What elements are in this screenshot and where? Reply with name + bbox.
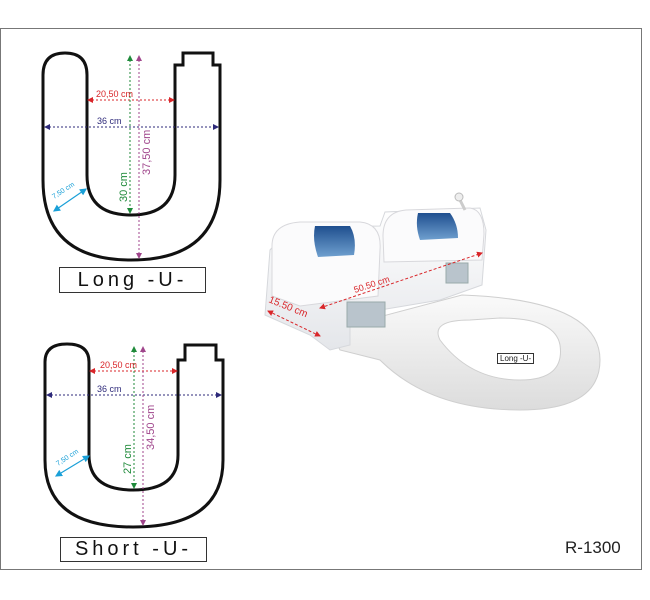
long-inner-depth: 30 cm (118, 172, 130, 202)
left-window (314, 226, 355, 257)
short-arm-width: 7,50 cm (55, 448, 80, 468)
short-u-label: Short -U- (60, 537, 207, 562)
short-inner-width: 20,50 cm (100, 360, 137, 370)
product-illustration: 50.50 cm 15.50 cm (264, 192, 601, 411)
long-outer-depth: 37,50 cm (141, 130, 153, 175)
left-slot (346, 301, 386, 328)
long-u-outline (41, 51, 222, 262)
seat-ring (329, 294, 601, 411)
lever (458, 199, 467, 211)
right-window (416, 213, 458, 240)
image-frame (0, 28, 642, 570)
right-slot (445, 262, 469, 284)
lever-knob (454, 192, 464, 202)
model-number: R-1300 (565, 538, 621, 557)
short-u-diagram: 20,50 cm 36 cm 27 cm 34,50 cm 7,50 cm (43, 342, 225, 529)
short-outer-depth: 34,50 cm (145, 405, 157, 450)
short-inner-depth: 27 cm (122, 444, 134, 474)
long-u-label: Long -U- (59, 267, 206, 293)
long-u-diagram: 20,50 cm 36 cm 30 cm 37,50 cm 7,50 cm (41, 51, 222, 262)
short-outer-width: 36 cm (97, 384, 122, 394)
long-inner-width: 20,50 cm (96, 89, 133, 99)
short-u-outline (43, 342, 225, 529)
seat-tag: Long -U- (497, 353, 535, 364)
long-outer-width: 36 cm (97, 116, 122, 126)
